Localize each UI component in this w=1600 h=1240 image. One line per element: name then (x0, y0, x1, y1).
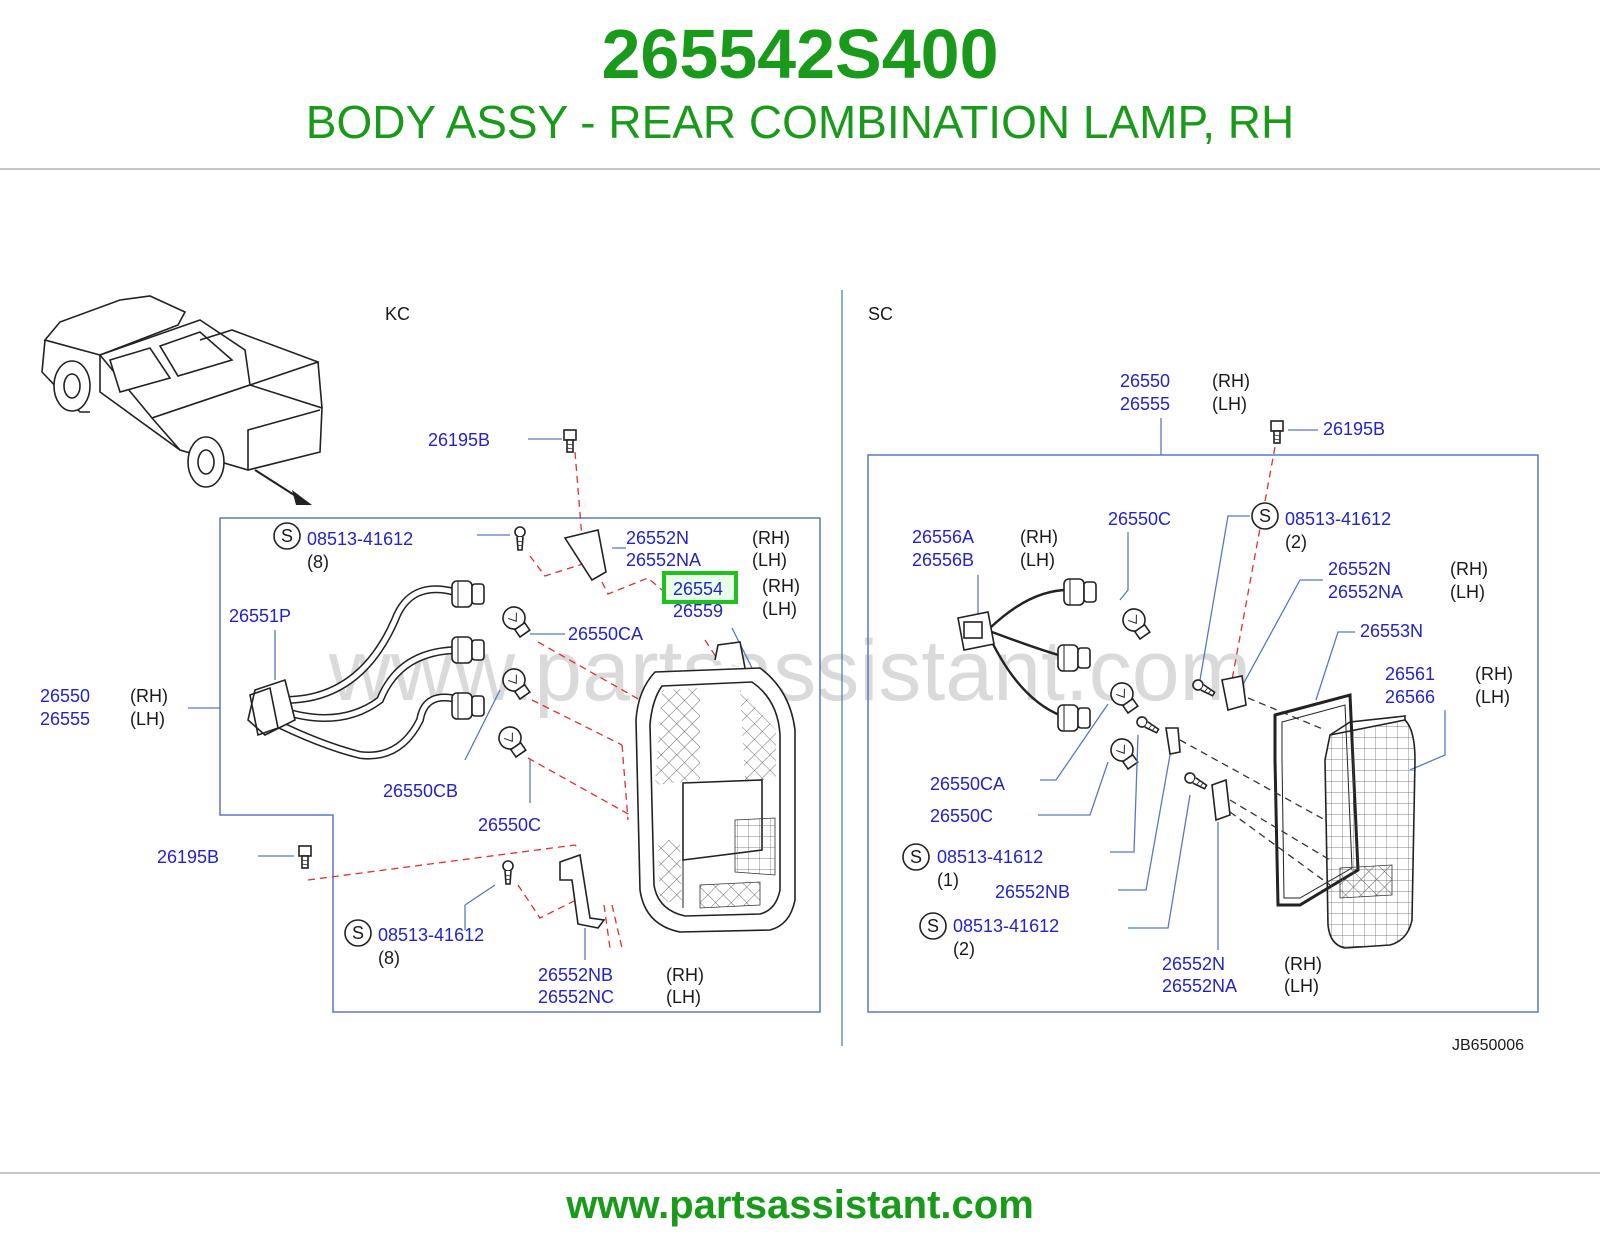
kc-frame (219, 517, 821, 1013)
svg-text:(RH): (RH) (752, 528, 790, 548)
svg-text:S: S (910, 847, 922, 867)
svg-text:(RH): (RH) (1212, 371, 1250, 391)
sc-screw-bottom-icon (1182, 770, 1209, 793)
svg-text:(LH): (LH) (1284, 976, 1319, 996)
svg-text:(LH): (LH) (1020, 550, 1055, 570)
sc-bracket-top-lh: 26552NA (1328, 582, 1403, 602)
kc-bolt-top-icon (563, 429, 577, 453)
part-description-subtitle: BODY ASSY - REAR COMBINATION LAMP, RH (305, 96, 1295, 148)
svg-text:(RH): (RH) (130, 686, 168, 706)
sc-bracket-mid-icon (1165, 727, 1181, 755)
svg-text:(RH): (RH) (1475, 664, 1513, 684)
kc-screw-bottom-symbol (344, 919, 372, 947)
sc-screw-bottom-symbol (919, 912, 947, 940)
sc-lens-rh: 26561 (1385, 664, 1435, 684)
svg-text:(LH): (LH) (1212, 394, 1247, 414)
svg-text:(RH): (RH) (1450, 559, 1488, 579)
sc-screw-mid-symbol (902, 843, 930, 871)
sc-screw-top-qty: (2) (1285, 532, 1307, 552)
sc-bracket-bottom-rh: 26552N (1162, 954, 1225, 974)
page-header: 265542S400 BODY ASSY - REAR COMBINATION … (0, 0, 1600, 170)
kc-screw-top-icon (514, 526, 526, 551)
kc-bulb-ca-label: 26550CA (568, 624, 643, 644)
kc-bolt-bottom-label: 26195B (157, 847, 219, 867)
header-divider (0, 168, 1600, 170)
sc-screw-mid-qty: (1) (937, 870, 959, 890)
sc-lens-lh: 26566 (1385, 687, 1435, 707)
svg-text:(RH): (RH) (666, 965, 704, 985)
kc-bracket-top-rh: 26552N (626, 528, 689, 548)
kc-bolt-bottom-icon (298, 845, 312, 869)
sc-bulb-c-label: 26550C (930, 806, 993, 826)
kc-bolt-top-label: 26195B (428, 430, 490, 450)
kc-screw-top-part: 08513-41612 (307, 529, 413, 549)
svg-text:(LH): (LH) (1475, 687, 1510, 707)
sc-bolt-icon (1270, 420, 1284, 444)
sc-screw-top-part: 08513-41612 (1285, 509, 1391, 529)
sc-bracket-bottom-lh: 26552NA (1162, 976, 1237, 996)
kc-bracket-bottom-lh: 26552NC (538, 987, 614, 1007)
sc-harness-lh: 26556B (912, 550, 974, 570)
sc-bracket-top-rh: 26552N (1328, 559, 1391, 579)
sc-gasket-label: 26553N (1360, 621, 1423, 641)
sc-bracket-top-icon (1221, 675, 1247, 712)
sc-harness-rh: 26556A (912, 527, 974, 547)
kc-bracket-bottom-icon (559, 853, 606, 929)
kc-bracket-top-icon (563, 529, 607, 582)
kc-lamp-body-rh: 26554 (673, 579, 723, 599)
sc-bulb-ca-label: 26550CA (930, 774, 1005, 794)
svg-text:(RH): (RH) (762, 576, 800, 596)
kc-bulb-cb-label: 26550CB (383, 781, 458, 801)
kc-lamp-body-highlight (662, 571, 738, 604)
part-number-title: 265542S400 (601, 15, 999, 93)
svg-text:(RH): (RH) (1020, 527, 1058, 547)
kc-bulb-c-icon (493, 721, 531, 761)
diagram-ref-code: JB650006 (1452, 1037, 1524, 1054)
sc-screw-bottom-qty: (2) (953, 939, 975, 959)
sc-lens-drawing (1324, 715, 1416, 949)
sc-bracket-mid-label: 26552NB (995, 882, 1070, 902)
sc-assembly-lh: 26555 (1120, 394, 1170, 414)
kc-screw-bottom-qty: (8) (378, 948, 400, 968)
svg-text:(LH): (LH) (666, 987, 701, 1007)
sc-gasket-icon (1273, 693, 1360, 907)
svg-text:S: S (927, 916, 939, 936)
sc-assembly-rh: 26550 (1120, 371, 1170, 391)
kc-lamp-body-drawing (635, 641, 796, 933)
kc-screw-bottom-icon (502, 860, 514, 885)
svg-text:S: S (352, 923, 364, 943)
sc-bracket-bottom-icon (1211, 778, 1231, 822)
kc-bulb-c-label: 26550C (478, 815, 541, 835)
sc-screw-top-symbol (1251, 502, 1279, 530)
kc-bracket-bottom-rh: 26552NB (538, 965, 613, 985)
kc-assembly-rh: 26550 (40, 686, 90, 706)
sc-bolt-label: 26195B (1323, 419, 1385, 439)
svg-text:(LH): (LH) (762, 599, 797, 619)
section-label-kc: KC (385, 304, 410, 324)
kc-screw-bottom-part: 08513-41612 (378, 925, 484, 945)
kc-socket-label: 26551P (229, 606, 291, 626)
kc-screw-top-qty: (8) (307, 552, 329, 572)
kc-lamp-body-lh: 26559 (673, 601, 723, 621)
svg-text:(RH): (RH) (1284, 954, 1322, 974)
svg-text:S: S (1259, 506, 1271, 526)
kc-screw-top-symbol (273, 522, 301, 550)
kc-bracket-top-lh: 26552NA (626, 550, 701, 570)
svg-text:(LH): (LH) (752, 550, 787, 570)
footer-divider (0, 1172, 1600, 1174)
section-label-sc: SC (868, 304, 893, 324)
kc-assembly-lh: 26555 (40, 709, 90, 729)
truck-illustration (41, 295, 323, 505)
svg-text:S: S (281, 526, 293, 546)
sc-frame (867, 454, 1539, 1013)
kc-harness-drawing (247, 580, 485, 760)
svg-text:(LH): (LH) (1450, 582, 1485, 602)
sc-screw-bottom-part: 08513-41612 (953, 916, 1059, 936)
sc-harness-drawing (957, 578, 1097, 732)
sc-screw-mid-part: 08513-41612 (937, 847, 1043, 867)
footer-website-link[interactable]: www.partsassistant.com (566, 1183, 1034, 1227)
sc-bulb-c-top-label: 26550C (1108, 509, 1171, 529)
svg-text:(LH): (LH) (130, 709, 165, 729)
